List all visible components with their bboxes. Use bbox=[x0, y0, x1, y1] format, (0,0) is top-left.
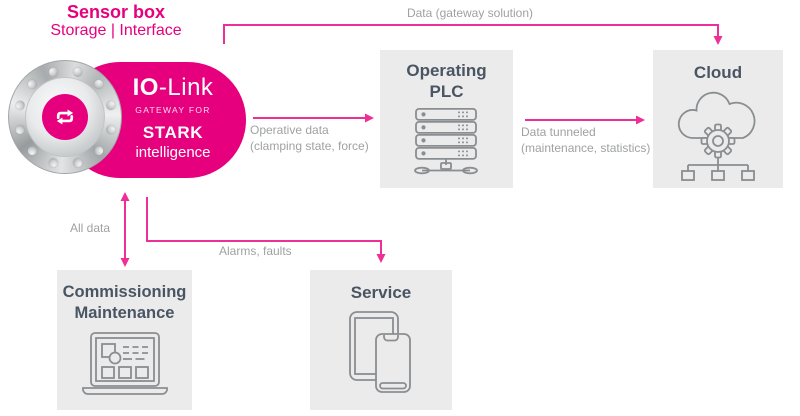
product-name-light: -Link bbox=[158, 74, 214, 101]
flow-label-gateway-to-cloud: Data (gateway solution) bbox=[406, 6, 534, 20]
flow-label-plc-to-cloud: Data tunneled (maintenance, statistics) bbox=[521, 124, 650, 156]
node-title-commissioning: Commissioning Maintenance bbox=[57, 282, 192, 324]
node-title-line: PLC bbox=[429, 82, 464, 101]
node-title-plc: Operating PLC bbox=[380, 60, 513, 102]
arrowhead-down-commissioning bbox=[120, 258, 130, 267]
laptop-icon bbox=[82, 332, 168, 395]
page-subtitle: Storage | Interface bbox=[50, 22, 182, 39]
arrowhead-down-cloud bbox=[713, 36, 723, 45]
gateway-tagline: GATEWAY FOR bbox=[135, 105, 211, 115]
cloud-gear-network-icon bbox=[677, 91, 756, 181]
flow-label-gateway-to-plc: Operative data (clamping state, force) bbox=[250, 122, 369, 154]
node-operating-plc: Operating PLC bbox=[380, 50, 513, 188]
tablet-phone-icon bbox=[349, 311, 411, 393]
gateway-text-block: IO-Link GATEWAY FOR STARK intelligence bbox=[121, 62, 225, 178]
node-title-line: Commissioning bbox=[62, 283, 187, 301]
node-service: Service bbox=[310, 270, 452, 410]
brand-name: STARK bbox=[142, 123, 204, 142]
node-title-line: Maintenance bbox=[74, 304, 175, 322]
brand-subname: intelligence bbox=[135, 144, 211, 161]
arrow-gateway-to-cloud bbox=[223, 24, 719, 44]
sensor-disc bbox=[8, 60, 122, 174]
arrowhead-down-service bbox=[376, 254, 386, 263]
page-title: Sensor box bbox=[66, 2, 166, 22]
node-title-service: Service bbox=[350, 283, 412, 302]
node-title-line: Operating bbox=[406, 61, 487, 80]
server-rack-icon bbox=[414, 108, 478, 175]
flow-label-alarms-faults: Alarms, faults bbox=[219, 244, 292, 258]
node-title-cloud: Cloud bbox=[693, 63, 743, 82]
node-cloud: Cloud bbox=[653, 50, 783, 188]
product-name-bold: IO bbox=[132, 74, 159, 101]
swap-arrows-icon bbox=[56, 109, 74, 125]
disc-hub bbox=[42, 94, 88, 140]
flow-label-line: Operative data bbox=[250, 123, 329, 137]
flow-label-all-data: All data bbox=[69, 221, 110, 235]
flow-label-line: Data tunneled bbox=[521, 125, 596, 139]
gateway-product-name: IO-Link bbox=[133, 75, 214, 101]
node-commissioning-maintenance: Commissioning Maintenance bbox=[57, 270, 192, 410]
flow-label-line: (maintenance, statistics) bbox=[521, 141, 651, 155]
flow-label-line: (clamping state, force) bbox=[250, 139, 369, 153]
arrowhead-up-gateway bbox=[120, 192, 130, 201]
